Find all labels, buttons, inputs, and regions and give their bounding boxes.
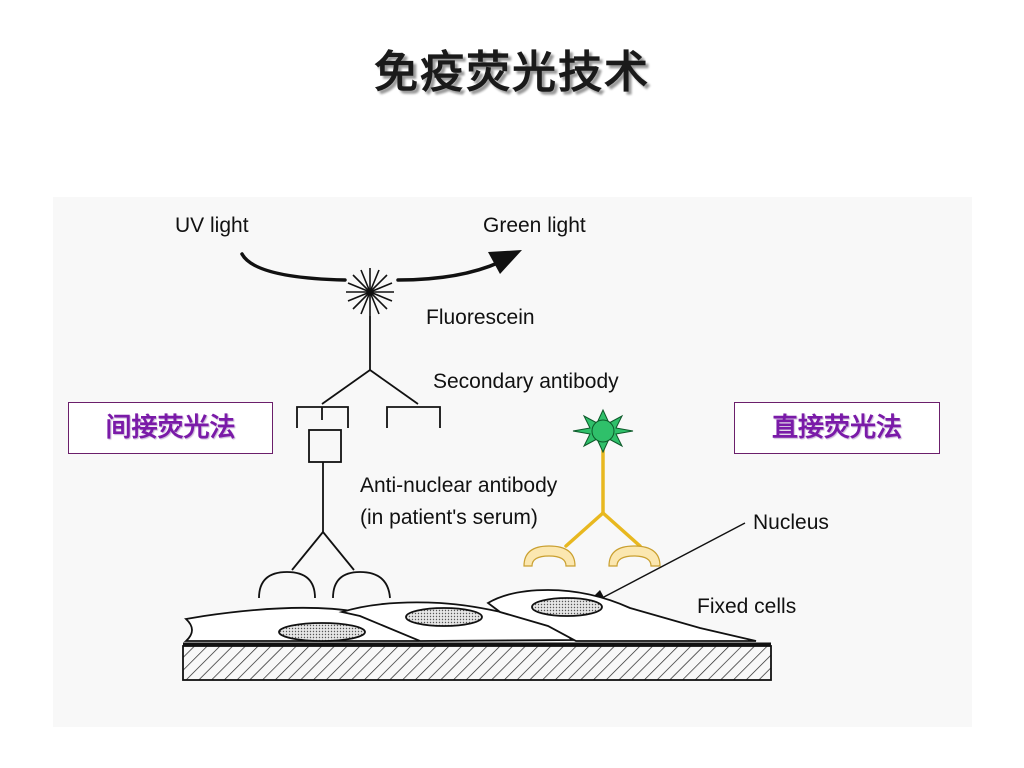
anti-nuclear-antibody-label: Anti-nuclear antibody bbox=[360, 474, 558, 497]
anti-nuclear-antibody bbox=[258, 429, 391, 599]
nucleus-label: Nucleus bbox=[753, 511, 829, 534]
fixed-cells-label: Fixed cells bbox=[697, 595, 797, 618]
direct-method-box: 直接荧光法 bbox=[734, 402, 940, 454]
green-light-label: Green light bbox=[483, 214, 586, 237]
glass-slide bbox=[182, 642, 772, 681]
green-fluorophore-icon bbox=[572, 408, 634, 454]
fluorescein-icon bbox=[346, 268, 394, 316]
secondary-antibody-label: Secondary antibody bbox=[433, 370, 619, 393]
indirect-method-box: 间接荧光法 bbox=[68, 402, 273, 454]
direct-antibody bbox=[523, 443, 661, 567]
patient-serum-label: (in patient's serum) bbox=[360, 506, 538, 529]
fluorescein-label: Fluorescein bbox=[426, 306, 535, 329]
fixed-cells bbox=[183, 589, 757, 642]
secondary-antibody bbox=[296, 316, 441, 428]
slide-title: 免疫荧光技术 bbox=[374, 47, 650, 98]
light-arrow bbox=[240, 250, 522, 282]
uv-light-label: UV light bbox=[175, 214, 249, 237]
